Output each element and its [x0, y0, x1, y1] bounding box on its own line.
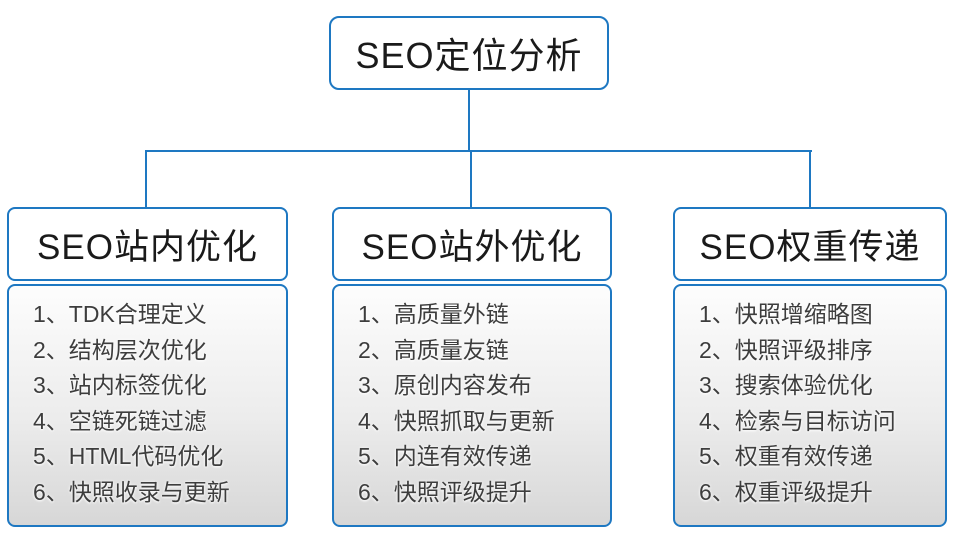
list-item: 3、站内标签优化 [33, 372, 207, 398]
column-weight-title: SEO权重传递 [699, 227, 921, 267]
column-weight-header: SEO权重传递 [673, 207, 947, 281]
column-onsite-title: SEO站内优化 [37, 227, 258, 267]
list-item: 6、快照评级提升 [358, 478, 532, 505]
list-item: 6、权重评级提升 [699, 478, 873, 505]
list-item: 4、快照抓取与更新 [358, 407, 555, 434]
list-item: 3、搜索体验优化 [699, 372, 873, 398]
list-item: 3、原创内容发布 [358, 372, 532, 398]
column-weight: SEO权重传递 1、快照增缩略图 2、快照评级排序 3、搜索体验优化 4、检索与… [673, 207, 947, 527]
list-item: 2、快照评级排序 [699, 336, 873, 363]
connector-drop-right [809, 150, 811, 208]
list-item: 5、内连有效传递 [358, 443, 532, 469]
column-weight-list: 1、快照增缩略图 2、快照评级排序 3、搜索体验优化 4、检索与目标访问 5、权… [673, 284, 947, 527]
list-item: 6、快照收录与更新 [33, 478, 230, 505]
list-item: 2、结构层次优化 [33, 336, 207, 363]
column-onsite-header: SEO站内优化 [7, 207, 288, 281]
column-offsite-header: SEO站外优化 [332, 207, 612, 281]
list-item: 4、空链死链过滤 [33, 407, 207, 434]
list-item: 1、高质量外链 [358, 301, 509, 327]
column-offsite-title: SEO站外优化 [361, 227, 583, 267]
column-onsite-list: 1、TDK合理定义 2、结构层次优化 3、站内标签优化 4、空链死链过滤 5、H… [7, 284, 288, 527]
list-item: 4、检索与目标访问 [699, 407, 896, 434]
connector-drop-left [145, 150, 147, 208]
column-onsite: SEO站内优化 1、TDK合理定义 2、结构层次优化 3、站内标签优化 4、空链… [7, 207, 288, 527]
list-item: 5、HTML代码优化 [33, 443, 224, 469]
column-offsite-list: 1、高质量外链 2、高质量友链 3、原创内容发布 4、快照抓取与更新 5、内连有… [332, 284, 612, 527]
connector-horizontal [145, 150, 812, 152]
list-item: 5、权重有效传递 [699, 443, 873, 469]
root-node-title: SEO定位分析 [355, 35, 583, 76]
list-item: 1、快照增缩略图 [699, 301, 873, 327]
list-item: 2、高质量友链 [358, 336, 509, 363]
root-node: SEO定位分析 [329, 16, 609, 90]
column-offsite: SEO站外优化 1、高质量外链 2、高质量友链 3、原创内容发布 4、快照抓取与… [332, 207, 612, 527]
connector-root-drop [468, 90, 470, 151]
connector-drop-middle [470, 150, 472, 208]
list-item: 1、TDK合理定义 [33, 301, 207, 327]
